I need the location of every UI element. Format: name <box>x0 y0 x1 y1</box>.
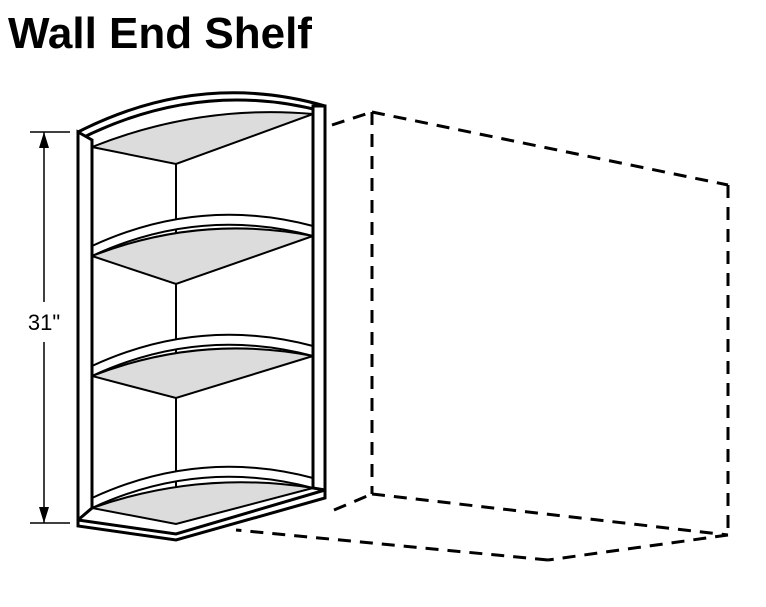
left-stile <box>76 129 94 524</box>
height-label: 31" <box>28 310 60 335</box>
shelf-2 <box>89 213 317 286</box>
height-dimension: 31" <box>28 131 70 524</box>
cabinet-base <box>76 487 327 542</box>
end-shelf-cabinet <box>76 91 327 542</box>
shelf-bottom <box>88 465 314 526</box>
shelf-top <box>88 111 314 166</box>
right-stile <box>311 104 327 492</box>
page-title: Wall End Shelf <box>8 9 312 58</box>
shelf-3 <box>88 333 314 400</box>
adjacent-cabinet-outline <box>235 110 730 562</box>
